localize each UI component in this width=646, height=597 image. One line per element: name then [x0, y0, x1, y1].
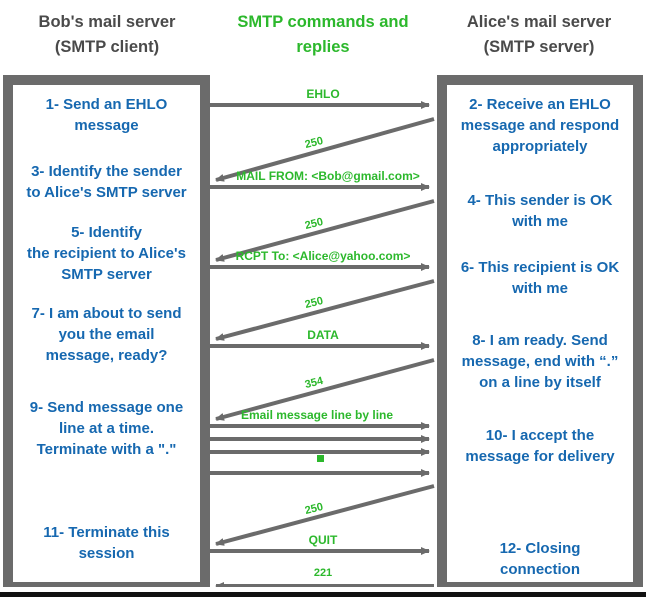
arrows-svg	[210, 101, 435, 590]
server-step-2: 2- Receive an EHLO message and respond a…	[460, 96, 620, 155]
bottom-edge-strip	[0, 592, 646, 597]
label-msg-mail-from: MAIL FROM: <Bob@gmail.com>	[236, 169, 420, 183]
client-step-1: 1- Send an EHLO message	[45, 96, 168, 134]
arrow-reply-250-ehlo	[215, 117, 435, 182]
client-step-7: 7- I am about to send you the email mess…	[31, 305, 182, 364]
arrow-reply-250-body	[215, 484, 435, 546]
server-steps-pane: 2- Receive an EHLO message and respond a…	[437, 75, 643, 592]
heading-server: Alice's mail server (SMTP server)	[466, 13, 612, 56]
client-step-11: 11- Terminate this session	[43, 524, 170, 562]
arrow-reply-250-mail	[215, 199, 435, 262]
label-msg-rcpt-to: RCPT To: <Alice@yahoo.com>	[235, 249, 411, 263]
label-msg-quit: QUIT	[308, 533, 338, 547]
message-terminator-dot-icon	[317, 455, 324, 462]
label-msg-body-1: Email message line by line	[240, 408, 394, 422]
label-msg-data: DATA	[307, 328, 339, 342]
client-step-5: 5- Identify the recipient to Alice's SMT…	[27, 224, 186, 283]
message-wire: EHLO 250 MAIL FROM: <Bob@gmail.com> 250 …	[210, 75, 437, 592]
heading-client: Bob's mail server (SMTP client)	[38, 13, 176, 56]
heading-middle: SMTP commands and replies	[237, 13, 409, 56]
server-step-6: 6- This recipient is OK with me	[460, 259, 620, 297]
client-steps-pane: 1- Send an EHLO message 3- Identify the …	[3, 75, 210, 592]
label-msg-ehlo: EHLO	[306, 87, 340, 101]
client-step-3: 3- Identify the sender to Alice's SMTP s…	[26, 163, 187, 201]
bottom-spacer	[0, 587, 646, 592]
server-step-4: 4- This sender is OK with me	[467, 192, 613, 230]
label-reply-221: 221	[313, 567, 333, 579]
server-step-10: 10- I accept the message for delivery	[465, 427, 615, 465]
client-step-9: 9- Send message one line at a time. Term…	[29, 399, 184, 458]
server-step-8: 8- I am ready. Send message, end with “.…	[461, 332, 619, 391]
server-step-12: 12- Closing connection	[499, 540, 581, 578]
arrow-reply-354	[215, 358, 435, 421]
arrow-reply-250-rcpt	[215, 279, 435, 341]
